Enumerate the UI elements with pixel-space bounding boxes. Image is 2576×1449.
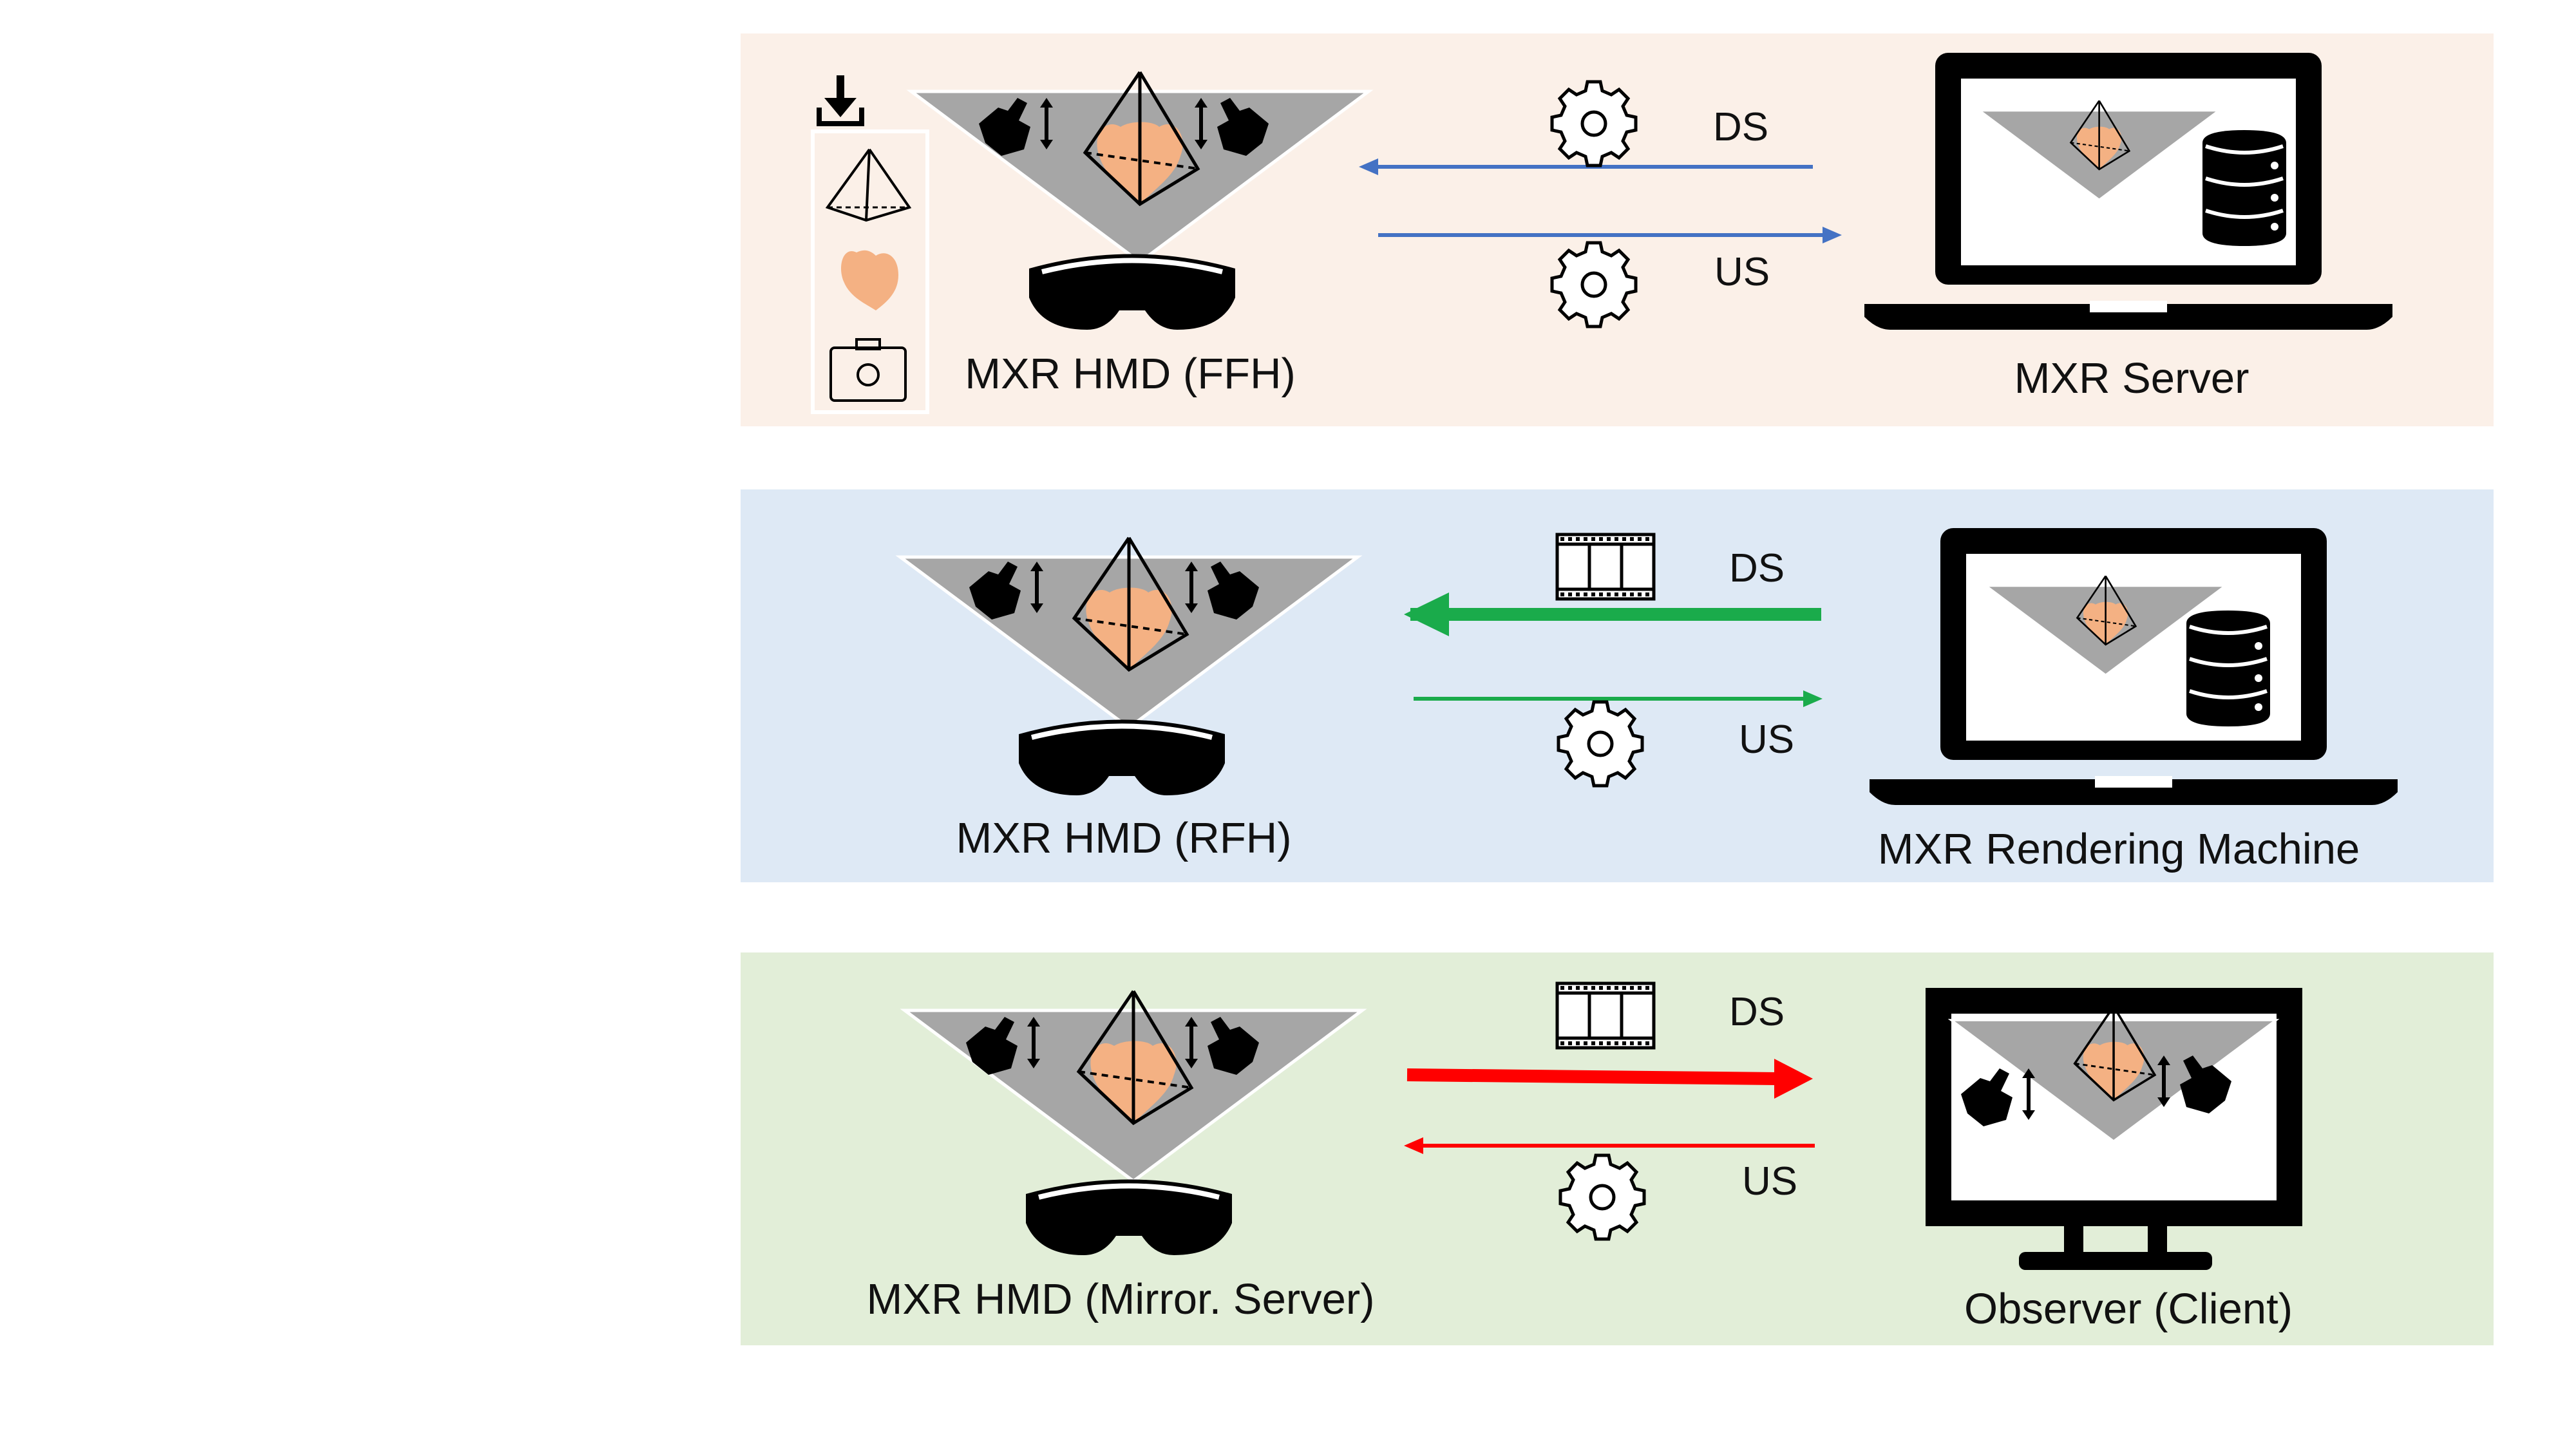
us-arrow (1378, 227, 1842, 243)
machine-label: Observer (Client) (1964, 1285, 2293, 1333)
ds-label: DS (1713, 105, 1769, 149)
pyramid-icon (825, 148, 912, 222)
hmd-label: MXR HMD (RFH) (956, 814, 1292, 862)
database-icon (2186, 611, 2270, 726)
ds-arrow (1406, 1059, 1813, 1099)
film-strip-icon (1557, 983, 1654, 1048)
ds-label: DS (1729, 546, 1785, 591)
film-strip-icon (1557, 535, 1654, 599)
us-label: US (1742, 1159, 1798, 1204)
hmd-icon (1029, 254, 1235, 330)
hologram (900, 538, 1358, 728)
machine-label: MXR Rendering Machine (1877, 825, 2360, 873)
database-icon (2202, 130, 2286, 246)
heart-icon (841, 250, 898, 310)
laptop-icon (1870, 528, 2398, 805)
hologram (911, 72, 1368, 262)
gear-icon (1560, 1155, 1644, 1239)
hmd-icon (1026, 1180, 1232, 1256)
gear-icon (1558, 702, 1642, 786)
us-label: US (1739, 717, 1795, 762)
medical-kit-icon (829, 338, 907, 402)
machine-label: MXR Server (2014, 354, 2249, 402)
laptop-icon (1864, 53, 2392, 330)
download-icon (817, 75, 864, 126)
sidebar-icons (811, 75, 929, 414)
panel-mirror: MXR HMD (Mirror. Server) Observer (Clien… (741, 952, 2494, 1345)
hmd-label: MXR HMD (Mirror. Server) (866, 1275, 1375, 1323)
hologram (905, 991, 1362, 1181)
ds-label: DS (1729, 990, 1785, 1034)
us-arrow (1404, 1137, 1815, 1154)
hmd-label: MXR HMD (FFH) (965, 350, 1296, 398)
gear-icon (1552, 82, 1636, 166)
hmd-icon (1019, 720, 1225, 796)
panel-ffh: MXR HMD (FFH) MXR Server DS US (741, 33, 2494, 426)
panel-rfh: MXR HMD (RFH) MXR Rendering Machine DS U… (741, 489, 2494, 882)
gear-icon (1552, 243, 1636, 327)
us-label: US (1714, 250, 1770, 294)
monitor-icon (1926, 988, 2302, 1270)
us-arrow (1414, 690, 1823, 707)
ds-arrow (1404, 592, 1821, 636)
